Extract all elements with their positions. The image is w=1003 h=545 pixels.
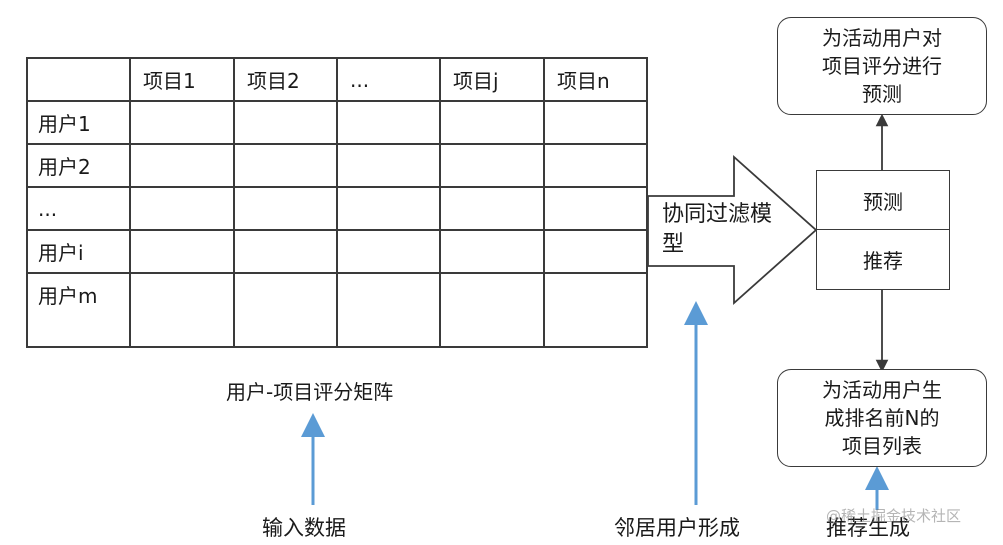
recommendation-list-line: 成排名前N的 <box>824 406 940 430</box>
matrix-cell <box>336 229 441 274</box>
rating-matrix: 项目1 项目2 ... 项目j 项目n 用户1 用户2 ... 用户i 用户m <box>26 57 648 348</box>
matrix-cell <box>439 229 545 274</box>
matrix-header-item-2: 项目2 <box>233 57 338 102</box>
matrix-cell <box>129 229 235 274</box>
recommendation-generation-label: 推荐生成 <box>826 516 910 540</box>
matrix-cell <box>233 143 338 188</box>
matrix-cell <box>439 143 545 188</box>
recommendation-list-line: 为活动用户生 <box>822 378 942 402</box>
recommendation-list-box: 为活动用户生 成排名前N的 项目列表 <box>777 369 987 467</box>
matrix-cell <box>336 100 441 145</box>
matrix-cell <box>439 100 545 145</box>
prediction-result-line: 为活动用户对 <box>822 26 942 50</box>
matrix-cell <box>129 143 235 188</box>
neighbor-formation-label: 邻居用户形成 <box>614 516 740 540</box>
matrix-row-user-m: 用户m <box>26 272 648 348</box>
matrix-cell <box>439 272 545 348</box>
model-label: 协同过滤模型 <box>662 202 773 257</box>
matrix-cell <box>543 100 648 145</box>
matrix-cell <box>129 100 235 145</box>
matrix-cell <box>233 272 338 348</box>
matrix-header-item-n: 项目n <box>543 57 648 102</box>
matrix-row-user-2: 用户2 <box>26 143 648 188</box>
matrix-cell <box>336 272 441 348</box>
matrix-row-label: 用户m <box>26 272 131 348</box>
predict-label: 预测 <box>863 190 903 214</box>
matrix-cell <box>233 100 338 145</box>
input-data-label: 输入数据 <box>262 516 346 540</box>
matrix-cell <box>233 186 338 231</box>
matrix-row-user-i: 用户i <box>26 229 648 274</box>
matrix-cell <box>129 272 235 348</box>
matrix-header-item-1: 项目1 <box>129 57 235 102</box>
matrix-row-user-1: 用户1 <box>26 100 648 145</box>
matrix-row-label: 用户i <box>26 229 131 274</box>
matrix-row-label: 用户2 <box>26 143 131 188</box>
matrix-header-row: 项目1 项目2 ... 项目j 项目n <box>26 57 648 102</box>
matrix-cell <box>543 229 648 274</box>
prediction-result-line: 预测 <box>862 82 902 106</box>
matrix-cell <box>129 186 235 231</box>
predict-box: 预测 <box>816 170 950 231</box>
matrix-corner-cell <box>26 57 131 102</box>
matrix-cell <box>336 186 441 231</box>
recommend-label: 推荐 <box>863 249 903 273</box>
matrix-header-item-j: 项目j <box>439 57 545 102</box>
matrix-caption: 用户-项目评分矩阵 <box>226 380 394 404</box>
matrix-row-ellipsis: ... <box>26 186 648 231</box>
matrix-row-label: ... <box>26 186 131 231</box>
matrix-header-ellipsis: ... <box>336 57 441 102</box>
matrix-cell <box>543 143 648 188</box>
matrix-cell <box>543 272 648 348</box>
matrix-cell <box>543 186 648 231</box>
recommendation-list-line: 项目列表 <box>842 434 922 458</box>
matrix-row-label: 用户1 <box>26 100 131 145</box>
recommend-box: 推荐 <box>816 229 950 290</box>
watermark: @稀土掘金技术社区 <box>826 507 962 525</box>
prediction-result-line: 项目评分进行 <box>822 54 942 78</box>
model-block-arrow <box>647 154 818 306</box>
matrix-cell <box>439 186 545 231</box>
prediction-result-box: 为活动用户对 项目评分进行 预测 <box>777 17 987 115</box>
matrix-cell <box>233 229 338 274</box>
matrix-cell <box>336 143 441 188</box>
